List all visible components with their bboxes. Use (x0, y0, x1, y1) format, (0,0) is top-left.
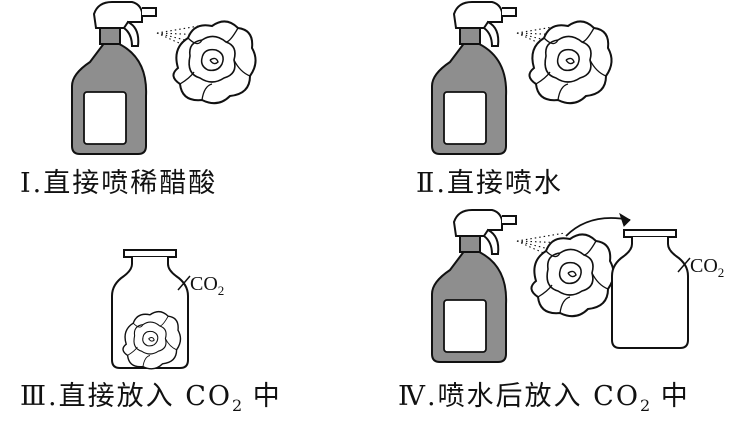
transfer-arrow-icon (565, 217, 631, 237)
spray-bottle-icon (431, 209, 517, 363)
gas-jar-icon (611, 229, 689, 349)
caption-panel-3: Ⅲ.直接放入 CO2 中 (20, 383, 282, 414)
panel-4-illustration: CO2 (431, 209, 724, 363)
panel-1-illustration (71, 1, 257, 155)
caption-suffix: 中 (252, 381, 282, 412)
roman-numeral: Ⅰ. (20, 168, 44, 199)
roman-numeral: Ⅱ. (416, 168, 447, 199)
panel-3-illustration: CO2 (111, 249, 224, 370)
jar-label-leader (177, 275, 191, 291)
roman-numeral: Ⅲ. (20, 381, 59, 412)
jar-label-leader (677, 257, 691, 273)
roman-numeral: Ⅳ. (398, 381, 438, 412)
caption-panel-1: Ⅰ.直接喷稀醋酸 (20, 170, 217, 197)
caption-text: 直接喷水 (446, 168, 563, 199)
spray-bottle-icon (71, 1, 157, 155)
caption-suffix: 中 (660, 381, 690, 412)
formula: CO2 (593, 381, 651, 415)
jar-label: CO2 (190, 273, 224, 298)
caption-text: 喷水后放入 (437, 381, 583, 412)
caption-text: 直接放入 (58, 381, 175, 412)
flower-icon (530, 233, 615, 318)
flower-icon (528, 20, 613, 105)
caption-panel-2: Ⅱ.直接喷水 (416, 170, 563, 197)
caption-text: 直接喷稀醋酸 (43, 168, 218, 199)
caption-panel-4: Ⅳ.喷水后放入 CO2 中 (398, 383, 690, 414)
panel-2-illustration (431, 1, 613, 155)
formula: CO2 (185, 381, 243, 415)
flower-icon (172, 20, 257, 105)
jar-label: CO2 (690, 255, 724, 280)
spray-bottle-icon (431, 1, 517, 155)
